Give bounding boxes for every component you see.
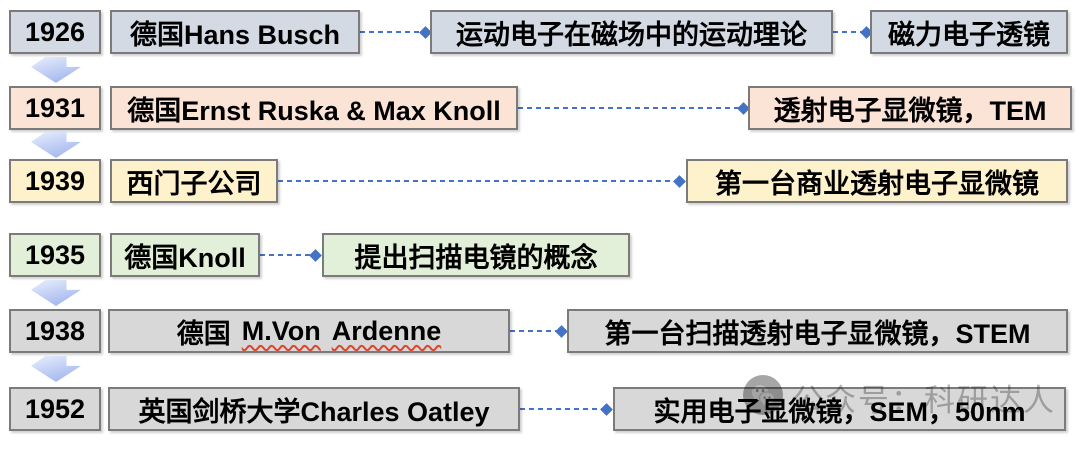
year-box: 1935 (9, 233, 101, 277)
year-box: 1952 (9, 387, 101, 431)
down-arrow-icon (31, 356, 81, 382)
dashed-arrow-connector (278, 180, 682, 182)
outcome-box: 第一台商业透射电子显微镜 (686, 159, 1068, 203)
year-box: 1939 (9, 159, 101, 203)
person-box: 德国Knoll (110, 233, 260, 277)
outcome-box: 实用电子显微镜，SEM，50nm (613, 387, 1066, 431)
outcome-box: 运动电子在磁场中的运动理论 (430, 10, 833, 54)
person-name-part: M.Von (241, 315, 321, 346)
outcome-box: 提出扫描电镜的概念 (322, 233, 630, 277)
outcome-box: 第一台扫描透射电子显微镜，STEM (567, 309, 1068, 353)
year-box: 1938 (9, 309, 101, 353)
person-box: 德国 M.Von Ardenne (108, 309, 510, 353)
dashed-arrow-connector (260, 254, 318, 256)
person-box: 西门子公司 (110, 159, 278, 203)
dashed-arrow-connector (520, 408, 609, 410)
dashed-arrow-connector (360, 31, 428, 33)
person-box: 德国Hans Busch (110, 10, 360, 54)
person-name-prefix: 德国 (176, 318, 231, 349)
down-arrow-icon (31, 280, 81, 306)
down-arrow-icon (31, 132, 81, 158)
year-box: 1931 (9, 86, 101, 130)
outcome-box: 磁力电子透镜 (870, 10, 1068, 54)
down-arrow-icon (31, 57, 81, 83)
person-box: 德国Ernst Ruska & Max Knoll (110, 86, 518, 130)
person-box: 英国剑桥大学Charles Oatley (108, 387, 520, 431)
dashed-arrow-connector (833, 31, 869, 33)
year-box: 1926 (9, 10, 101, 54)
dashed-arrow-connector (518, 107, 746, 109)
outcome-box: 透射电子显微镜，TEM (748, 86, 1072, 130)
dashed-arrow-connector (510, 330, 564, 332)
person-name-part: Ardenne (331, 315, 442, 346)
